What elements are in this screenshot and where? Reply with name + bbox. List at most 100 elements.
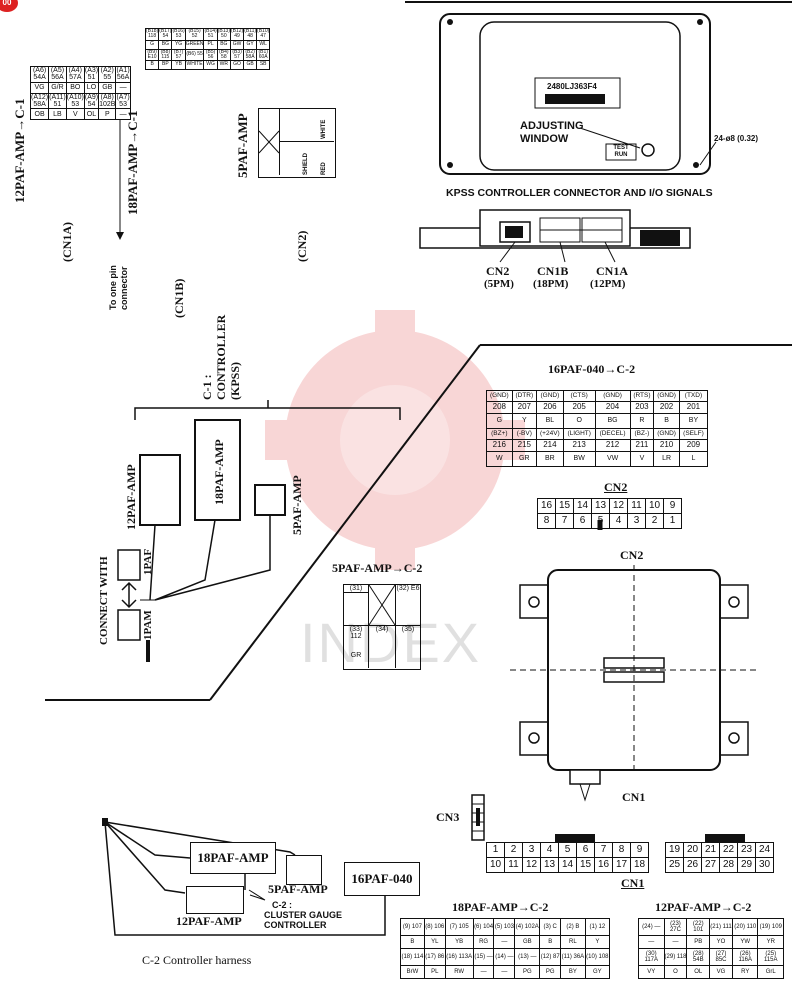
c2-5paf-cell-31: (31) — [344, 585, 368, 593]
c2-18paf-title: 18PAF-AMP→C-2 — [452, 900, 549, 914]
cn1b-pin-cell: (B17) 54 — [158, 28, 173, 41]
paf12-pin-cell: (22) 101 — [686, 918, 711, 936]
cn1a-pin-grid: (A6) 54A(A5) 56A(A4) 57A(A3) 51(A2) 55(A… — [29, 66, 131, 121]
cn2-pin-cell: 3 — [627, 513, 646, 529]
cn1b-pin-cell: (B7) 57 — [171, 48, 186, 61]
paf12-color-cell: YW — [731, 935, 759, 949]
paf12-pin-cell: (27) 85C — [709, 948, 733, 966]
cn1b-color-cell: GY — [243, 39, 258, 50]
paf16-color-cell: O — [562, 413, 596, 429]
cn2-pin-cell: 9 — [663, 498, 682, 514]
paf16-color-cell: G — [486, 413, 513, 429]
cn2-pin-cell: 16 — [537, 498, 556, 514]
cn1b-row: (B18) 118(B17) 54(B16) 53(B15) 52(B14) 5… — [144, 28, 271, 41]
cn1b-color-cell: WR — [216, 60, 231, 70]
paf16-signal-cell: (CTS) — [562, 390, 596, 402]
cn1b-color-cell: BP — [158, 60, 173, 70]
cn1-pin-cell: 20 — [683, 842, 702, 858]
cn1b-label: (CN1B) — [172, 278, 186, 318]
paf18-pin-cell: (5) 103 — [493, 918, 516, 936]
cn1b-color-cell: GB — [243, 60, 258, 70]
cn1-pin-cell: 1 — [486, 842, 505, 858]
cn2-pin-cell: 6 — [573, 513, 592, 529]
cn1-pin-cell: 24 — [755, 842, 774, 858]
cn1-pin-cell: 17 — [612, 857, 631, 873]
cn1-pin-cell: 19 — [665, 842, 684, 858]
harness-c2-note3: CONTROLLER — [264, 920, 327, 930]
paf12-color-cell: VY — [638, 965, 665, 979]
paf16-signal-cell: (-BV) — [511, 428, 537, 440]
corner-badge: 00 — [0, 0, 18, 12]
cn1-pin-cell: 29 — [737, 857, 756, 873]
paf16-color-cell: B — [653, 413, 680, 429]
cn2-pin-cell: 1 — [663, 513, 682, 529]
cn1b-pin-cell: (B15) 52 — [184, 28, 205, 41]
cn1-pin-cell: 18 — [630, 857, 649, 873]
cn2-pin-cell: 14 — [573, 498, 592, 514]
paf16-color-cell: GR — [511, 451, 537, 467]
paf16-pin-cell: 212 — [594, 439, 631, 452]
cn1a-color-cell: OL — [83, 108, 100, 121]
paf12-pin-cell: (20) 110 — [731, 918, 759, 936]
cn1-pin-cell: 22 — [719, 842, 738, 858]
c2-5paf-cell-34: (34) — [369, 626, 396, 668]
paf18-color-cell: YL — [423, 935, 446, 949]
paf16-pin-cell: 215 — [511, 439, 537, 452]
adjusting-label: ADJUSTING — [520, 120, 584, 132]
watermark-text: INDEX — [300, 611, 482, 674]
cn1-pin-cell: 9 — [630, 842, 649, 858]
paf18-pin-cell: (8) 106 — [423, 918, 446, 936]
controller-label: C-1 : CONTROLLER (KPSS) — [200, 314, 242, 400]
cn2-pin-cell: 5 — [591, 513, 610, 529]
paf12-pin-cell: (28) 54B — [686, 948, 711, 966]
paf16-pin-cell: 208 — [486, 401, 513, 414]
cn1a-conn-label: CN1A — [596, 264, 628, 278]
cn1-pin-cell: 3 — [522, 842, 541, 858]
paf16-pin-cell: 202 — [653, 401, 680, 414]
paf18-color-cell: PG — [514, 965, 541, 979]
paf18-color-cell: PL — [423, 965, 446, 979]
paf18-color-cell: YB — [444, 935, 474, 949]
cn1b-color-cell: YB — [171, 60, 186, 70]
cn1b-pin-grid: (B18) 118(B17) 54(B16) 53(B15) 52(B14) 5… — [144, 28, 271, 70]
cn1a-pin-cell: (A9) 54 — [83, 92, 100, 110]
cn1-pin-cell: 8 — [612, 842, 631, 858]
c2-5paf-cell-32: (32) E6 — [396, 585, 420, 626]
harness-12paf-box — [186, 886, 244, 914]
cn1a-color-cell: LO — [83, 81, 100, 94]
c2-5paf-cell-35: (35) — [401, 626, 415, 633]
cn1a-color-cell: GB — [98, 81, 117, 94]
harness-18paf-box: 18PAF-AMP — [190, 842, 276, 874]
cn1-pin-cell: 13 — [540, 857, 559, 873]
paf16-color-cell: V — [629, 451, 655, 467]
paf12-color-cell: O — [663, 965, 688, 979]
c2-5paf-color-gr: GR — [350, 652, 362, 659]
paf16-pin-cell: 205 — [562, 401, 596, 414]
paf18-pin-cell: (17) 86 — [423, 948, 446, 966]
cn1a-color-cell: — — [115, 81, 131, 94]
harness-16paf-box: 16PAF-040 — [344, 862, 420, 896]
paf18-color-cell: — — [472, 965, 495, 979]
cn2-pin-cell: 15 — [555, 498, 574, 514]
cn1-pin-cell: 4 — [540, 842, 559, 858]
cn2-pin-cell: 13 — [591, 498, 610, 514]
paf18-pin-cell: (11) 36A — [560, 948, 586, 966]
paf16-signal-cell: (LIGHT) — [562, 428, 596, 440]
cn1-pin-cell: 23 — [737, 842, 756, 858]
cn2-label: (CN2) — [295, 230, 309, 262]
cn1b-pin-cell: (B5) 56 — [203, 48, 218, 61]
cn1a-pin-cell: (A6) 54A — [29, 66, 50, 83]
cn1b-pin-cell: (B1) 60A — [256, 48, 271, 61]
cn1a-row: (A6) 54A(A5) 56A(A4) 57A(A3) 51(A2) 55(A… — [29, 66, 131, 83]
paf12-pin-cell: (19) 109 — [757, 918, 784, 936]
cn1b-pin-cell: (B16) 53 — [171, 28, 186, 41]
cn1a-pin-cell: (A7) 53 — [115, 92, 131, 110]
cn1-pin-cell: 27 — [701, 857, 720, 873]
